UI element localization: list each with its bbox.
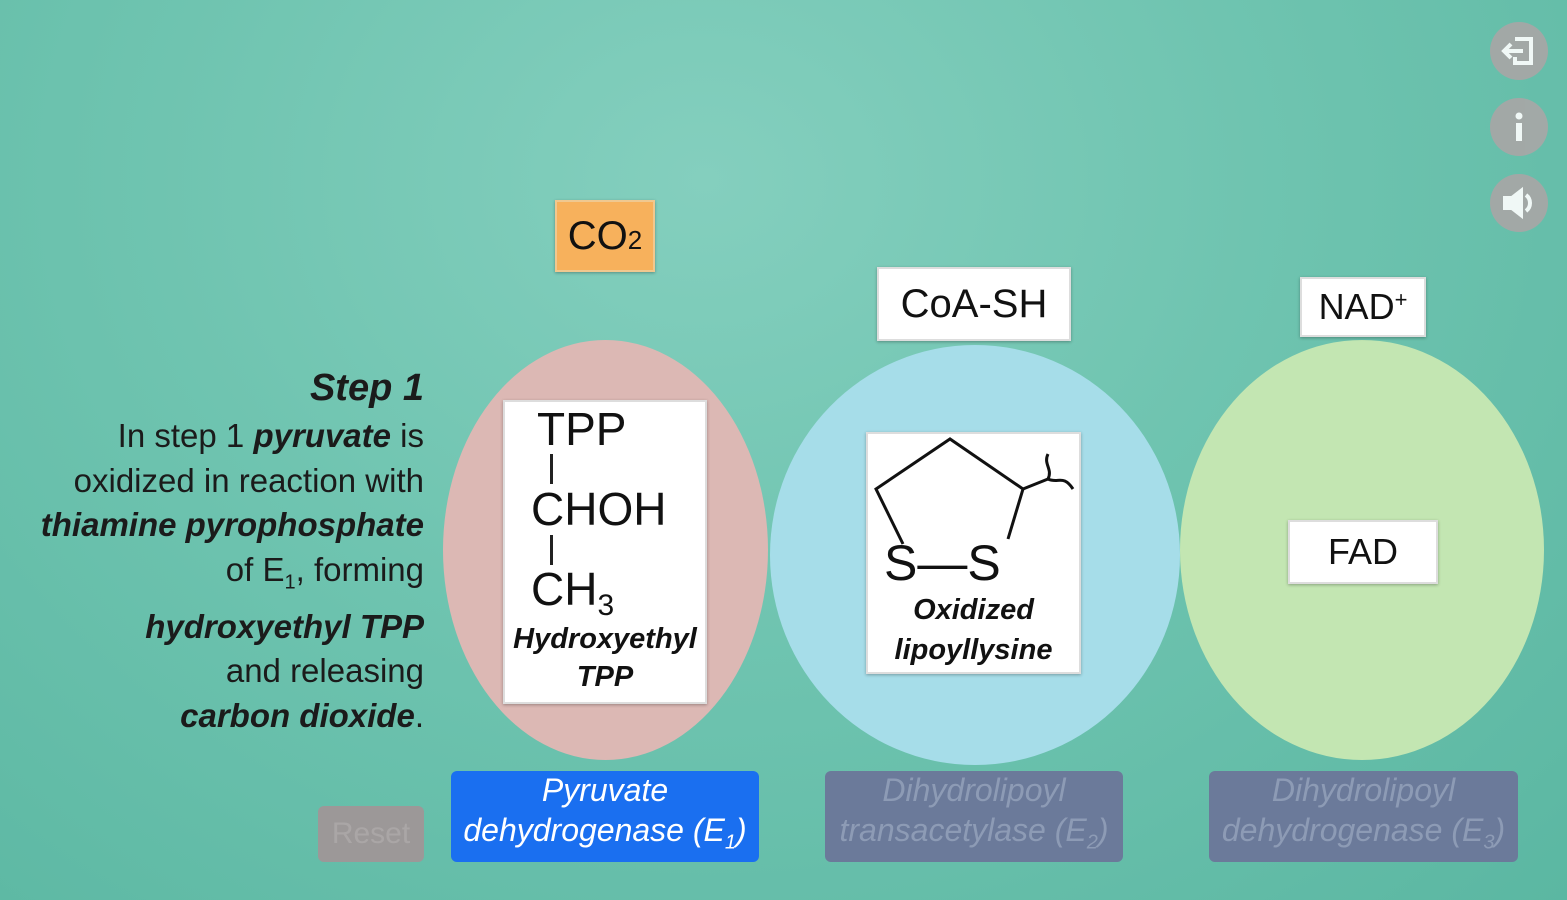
- desc-text: , forming: [295, 550, 424, 588]
- lipoyl-caption: Oxidized lipoyllysine: [868, 590, 1079, 670]
- tpp-caption-line1: Hydroxyethyl: [513, 623, 697, 655]
- desc-bold: hydroxyethyl TPP: [145, 607, 424, 645]
- nad-superscript: +: [1394, 287, 1408, 312]
- exit-icon: [1501, 37, 1533, 65]
- ch-text: CH: [531, 563, 598, 615]
- e2-label-line1: Dihydrolipoyl: [882, 772, 1066, 809]
- e3-button[interactable]: Dihydrolipoyl dehydrogenase (E3): [1209, 771, 1518, 862]
- desc-subscript: 1: [284, 571, 296, 594]
- bond-line: [550, 454, 553, 484]
- ch3-subscript: 3: [597, 589, 615, 623]
- nad-molecule[interactable]: NAD+: [1300, 277, 1426, 337]
- desc-line: thiamine pyrophosphate: [41, 503, 424, 548]
- e2-label-end: ): [1097, 812, 1109, 849]
- desc-bold: pyruvate: [253, 417, 391, 454]
- e2-subscript: 2: [1086, 831, 1098, 854]
- coash-label: CoA-SH: [900, 281, 1048, 326]
- tpp-text: TPP: [537, 403, 627, 455]
- disulfide-label: S—S: [884, 535, 1001, 591]
- e3-subscript: 3: [1483, 831, 1495, 854]
- bond-line: [550, 535, 553, 565]
- fad-label: FAD: [1327, 531, 1398, 572]
- desc-text: .: [414, 696, 424, 734]
- e1-label-line1: Pyruvate: [541, 772, 669, 809]
- e1-label-line2: dehydrogenase (E1): [463, 810, 746, 862]
- e3-label-line1: Dihydrolipoyl: [1271, 772, 1456, 809]
- e1-label-end: ): [735, 812, 747, 849]
- desc-line: and releasing: [225, 652, 424, 690]
- desc-text: of E: [225, 550, 285, 588]
- desc-line: carbon dioxide.: [41, 694, 424, 739]
- info-button[interactable]: [1490, 98, 1548, 156]
- step-description: Step 1 In step 1 pyruvate is oxidized in…: [41, 362, 424, 738]
- speaker-icon: [1503, 186, 1532, 220]
- info-icon: [1515, 112, 1523, 141]
- dithiolane-ring-icon: [874, 437, 1075, 545]
- reset-label: Reset: [331, 817, 411, 850]
- desc-line: In step 1 pyruvate is: [41, 414, 424, 459]
- desc-bold: carbon dioxide: [180, 696, 415, 734]
- e2-button[interactable]: Dihydrolipoyl transacetylase (E2): [825, 771, 1123, 862]
- e3-label-end: ): [1494, 812, 1506, 849]
- sound-button[interactable]: [1490, 174, 1548, 232]
- e1-label-text: dehydrogenase (E: [463, 812, 725, 849]
- desc-line: of E1, forming: [41, 548, 424, 605]
- desc-text: In step 1: [117, 417, 254, 454]
- desc-line: oxidized in reaction with: [73, 461, 424, 499]
- exit-button[interactable]: [1490, 22, 1548, 80]
- coash-molecule[interactable]: CoA-SH: [877, 267, 1071, 341]
- lipoyllysine-card: S—S Oxidized lipoyllysine: [866, 432, 1081, 674]
- tpp-caption-line2: TPP: [576, 661, 634, 693]
- step-title: Step 1: [309, 367, 424, 409]
- co2-label: CO: [567, 213, 628, 258]
- choh-text: CHOH: [531, 483, 667, 535]
- desc-bold: thiamine pyrophosphate: [40, 506, 424, 543]
- fad-molecule[interactable]: FAD: [1288, 520, 1438, 584]
- e1-subscript: 1: [724, 831, 736, 854]
- nad-label: NAD: [1318, 286, 1395, 327]
- e1-button[interactable]: Pyruvate dehydrogenase (E1): [451, 771, 759, 862]
- e3-label-text: dehydrogenase (E: [1221, 812, 1484, 849]
- lipoyl-caption-line2: lipoyllysine: [894, 634, 1053, 666]
- ch3-text: CH3: [531, 562, 614, 623]
- co2-subscript: 2: [627, 224, 643, 255]
- lipoyl-caption-line1: Oxidized: [913, 594, 1034, 626]
- e2-label-line2: transacetylase (E2): [840, 810, 1109, 862]
- desc-text: is: [391, 417, 424, 454]
- reset-button[interactable]: Reset: [318, 806, 424, 862]
- e3-label-line2: dehydrogenase (E3): [1222, 810, 1505, 862]
- e2-label-text: transacetylase (E: [839, 812, 1087, 849]
- desc-line: hydroxyethyl TPP: [41, 605, 424, 650]
